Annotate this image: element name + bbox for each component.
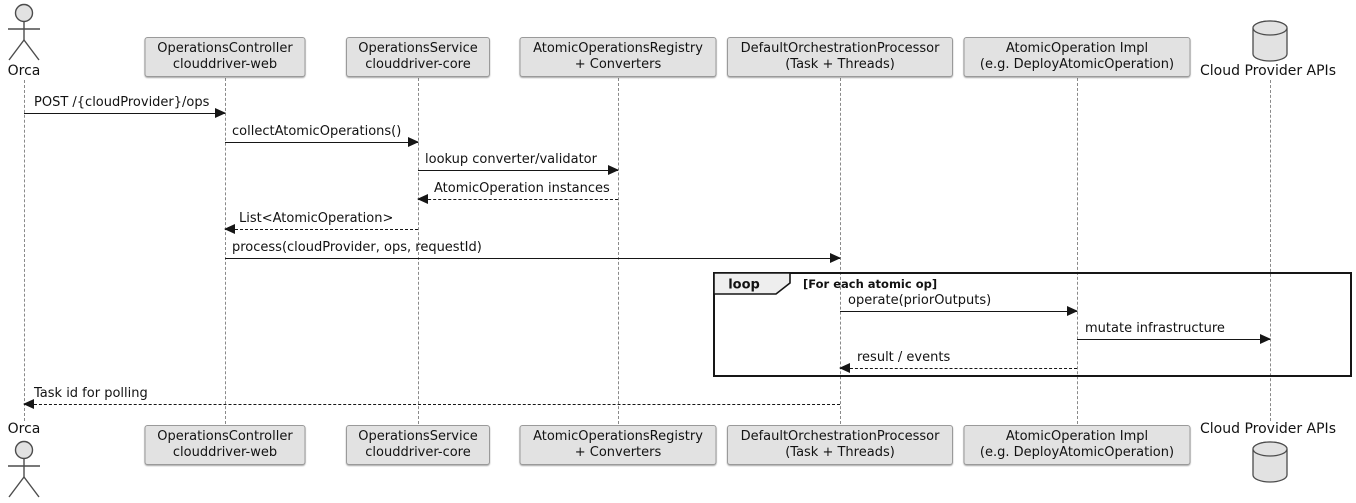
- participant-name: DefaultOrchestrationProcessor: [740, 41, 940, 56]
- lifeline-service: [418, 78, 419, 424]
- lifeline-cloud-apis: [1270, 80, 1271, 421]
- arrowhead-left-icon: [224, 224, 235, 234]
- participant-subtitle: + Converters: [574, 445, 662, 460]
- message-line: [840, 368, 1077, 369]
- actor-label-bottom: Orca: [7, 421, 41, 437]
- participant-name: OperationsController: [157, 41, 293, 56]
- arrowhead-right-icon: [408, 137, 419, 147]
- participant-top-controller: OperationsController clouddriver-web: [144, 37, 306, 77]
- participant-bottom-service: OperationsService clouddriver-core: [346, 425, 490, 465]
- participant-subtitle: clouddriver-web: [172, 57, 278, 72]
- loop-frame: loop [For each atomic op]: [713, 272, 1352, 377]
- participant-name: OperationsService: [358, 429, 478, 444]
- message-line: [24, 113, 225, 114]
- participant-name: AtomicOperationsRegistry: [533, 41, 703, 56]
- message-line: [225, 142, 418, 143]
- participant-top-registry: AtomicOperationsRegistry + Converters: [519, 37, 717, 77]
- participant-name: OperationsController: [157, 429, 293, 444]
- arrowhead-right-icon: [215, 108, 226, 118]
- database-label-bottom: Cloud Provider APIs: [1200, 421, 1336, 437]
- lifeline-registry: [618, 78, 619, 424]
- arrowhead-left-icon: [23, 399, 34, 409]
- message-line: [1077, 339, 1270, 340]
- message-line: [840, 311, 1077, 312]
- participant-subtitle: + Converters: [574, 57, 662, 72]
- message-label: result / events: [857, 350, 951, 365]
- lifeline-orca: [24, 80, 25, 421]
- message-label: process(cloudProvider, ops, requestId): [232, 240, 482, 255]
- loop-guard-label: [For each atomic op]: [803, 277, 938, 291]
- lifeline-processor: [840, 78, 841, 424]
- participant-name: AtomicOperation Impl: [1005, 429, 1149, 444]
- arrowhead-right-icon: [1067, 306, 1078, 316]
- participant-bottom-processor: DefaultOrchestrationProcessor (Task + Th…: [727, 425, 953, 465]
- participant-name: DefaultOrchestrationProcessor: [740, 429, 940, 444]
- participant-bottom-controller: OperationsController clouddriver-web: [144, 425, 306, 465]
- participant-subtitle: (Task + Threads): [785, 57, 895, 72]
- message-line: [225, 229, 418, 230]
- message-line: [24, 404, 840, 405]
- participant-subtitle: clouddriver-web: [172, 445, 278, 460]
- message-line: [225, 258, 840, 259]
- participant-subtitle: (e.g. DeployAtomicOperation): [979, 445, 1175, 460]
- arrowhead-right-icon: [608, 165, 619, 175]
- participant-subtitle: (e.g. DeployAtomicOperation): [979, 57, 1175, 72]
- participant-name: OperationsService: [358, 41, 478, 56]
- lifeline-atomic-op: [1077, 78, 1078, 424]
- participant-subtitle: clouddriver-core: [365, 57, 471, 72]
- loop-operator-label: loop: [728, 278, 760, 293]
- database-icon-top: [1252, 20, 1288, 62]
- message-label: operate(priorOutputs): [848, 293, 992, 308]
- message-line: [418, 170, 618, 171]
- participant-top-atomic-op: AtomicOperation Impl (e.g. DeployAtomicO…: [963, 37, 1191, 77]
- database-icon-bottom: [1252, 441, 1288, 483]
- participant-subtitle: clouddriver-core: [365, 445, 471, 460]
- message-label: mutate infrastructure: [1085, 321, 1225, 336]
- arrowhead-right-icon: [830, 253, 841, 263]
- participant-name: AtomicOperationsRegistry: [533, 429, 703, 444]
- participant-subtitle: (Task + Threads): [785, 445, 895, 460]
- message-label: Task id for polling: [34, 386, 148, 401]
- participant-top-service: OperationsService clouddriver-core: [346, 37, 490, 77]
- participant-name: AtomicOperation Impl: [1005, 41, 1149, 56]
- orca-actor-icon: [8, 440, 40, 498]
- participant-bottom-registry: AtomicOperationsRegistry + Converters: [519, 425, 717, 465]
- participant-bottom-atomic-op: AtomicOperation Impl (e.g. DeployAtomicO…: [963, 425, 1191, 465]
- message-label: collectAtomicOperations(): [232, 124, 402, 139]
- lifeline-controller: [225, 78, 226, 424]
- participant-top-processor: DefaultOrchestrationProcessor (Task + Th…: [727, 37, 953, 77]
- message-label: POST /{cloudProvider}/ops: [34, 95, 210, 110]
- message-label: List<AtomicOperation>: [239, 211, 394, 226]
- message-line: [418, 199, 618, 200]
- arrowhead-right-icon: [1260, 334, 1271, 344]
- loop-operator-tab: loop: [713, 272, 791, 295]
- database-label-top: Cloud Provider APIs: [1200, 63, 1336, 79]
- arrowhead-left-icon: [839, 363, 850, 373]
- arrowhead-left-icon: [417, 194, 428, 204]
- message-label: lookup converter/validator: [425, 152, 597, 167]
- message-label: AtomicOperation instances: [434, 181, 610, 196]
- orca-actor-icon: [8, 3, 40, 61]
- actor-label-top: Orca: [7, 63, 41, 79]
